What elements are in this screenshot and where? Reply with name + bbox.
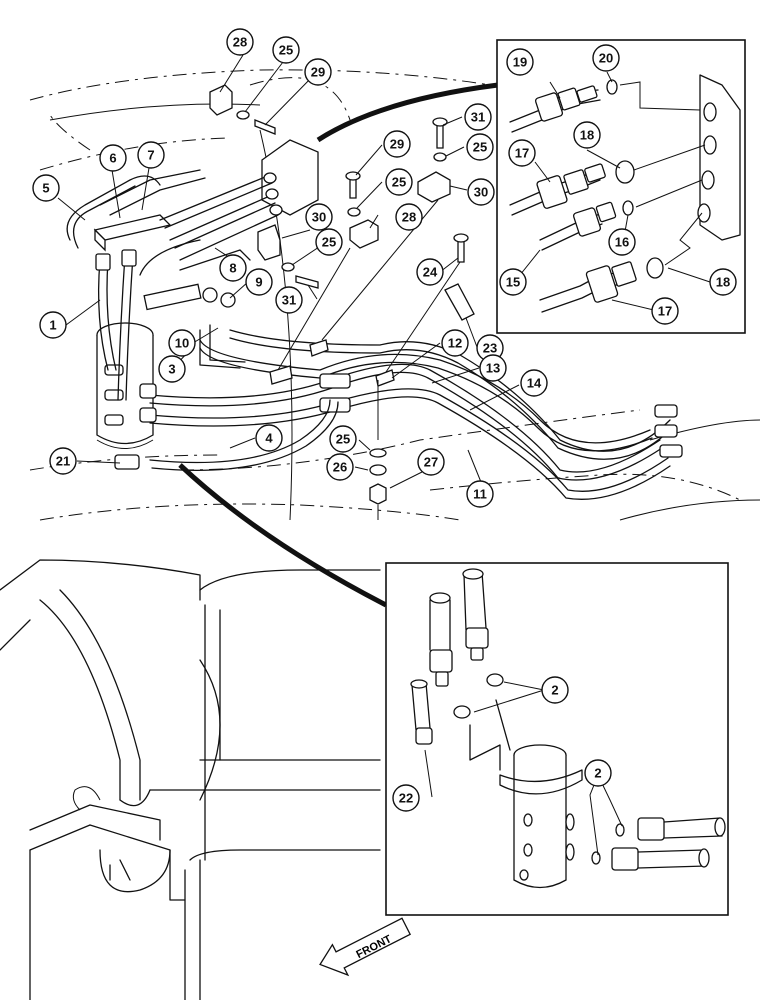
detail-view-canister: [385, 562, 729, 916]
svg-text:22: 22: [399, 791, 413, 806]
callout-18-upper: 18: [573, 121, 601, 149]
tube-bundle: [139, 324, 683, 500]
upper-valve-assembly: [139, 139, 319, 276]
callout-30-right: 30: [467, 178, 495, 206]
detail-arc-upper: [316, 82, 499, 143]
callout-15: 15: [499, 268, 527, 296]
callout-16: 16: [608, 228, 636, 256]
detail-view-fittings: [496, 39, 746, 334]
svg-text:27: 27: [424, 455, 438, 470]
svg-text:24: 24: [423, 265, 438, 280]
svg-text:28: 28: [402, 210, 416, 225]
svg-text:31: 31: [282, 293, 296, 308]
svg-text:10: 10: [175, 336, 189, 351]
callout-13: 13: [479, 354, 507, 382]
callout-4: 4: [255, 424, 283, 452]
svg-text:6: 6: [109, 151, 116, 166]
svg-text:9: 9: [255, 275, 262, 290]
callout-29-mid: 29: [383, 130, 411, 158]
svg-text:12: 12: [448, 336, 462, 351]
callout-30-left: 30: [305, 203, 333, 231]
svg-text:29: 29: [390, 137, 404, 152]
callout-leaders: [57, 54, 714, 856]
callout-28-upper: 28: [226, 28, 254, 56]
svg-text:28: 28: [233, 35, 247, 50]
svg-text:13: 13: [486, 361, 500, 376]
svg-text:4: 4: [265, 431, 273, 446]
callout-11: 11: [466, 480, 494, 508]
front-arrow: FRONT: [319, 917, 412, 977]
callout-25-upper: 25: [272, 36, 300, 64]
callout-3: 3: [158, 355, 186, 383]
svg-text:2: 2: [551, 683, 558, 698]
svg-text:25: 25: [322, 235, 336, 250]
svg-text:17: 17: [658, 304, 672, 319]
callout-18-lower: 18: [709, 268, 737, 296]
svg-text:17: 17: [515, 146, 529, 161]
callout-2-lower: 2: [584, 759, 612, 787]
callout-29-upper: 29: [304, 58, 332, 86]
manifold-block: [93, 214, 236, 311]
svg-text:14: 14: [527, 376, 542, 391]
svg-text:18: 18: [716, 275, 730, 290]
callout-2-upper: 2: [541, 676, 569, 704]
callout-5: 5: [32, 174, 60, 202]
callout-22: 22: [392, 784, 420, 812]
callout-25-mid: 25: [385, 168, 413, 196]
callout-9: 9: [245, 268, 273, 296]
callout-6: 6: [99, 144, 127, 172]
svg-text:2: 2: [594, 766, 601, 781]
callout-31-left: 31: [275, 286, 303, 314]
detail-arc-lower: [178, 463, 388, 608]
lower-frame-outline: [0, 559, 381, 1000]
callout-7: 7: [137, 141, 165, 169]
callout-8: 8: [219, 254, 247, 282]
svg-text:26: 26: [333, 460, 347, 475]
svg-text:23: 23: [483, 341, 497, 356]
svg-text:15: 15: [506, 275, 520, 290]
callout-10: 10: [168, 329, 196, 357]
svg-text:31: 31: [471, 110, 485, 125]
svg-text:30: 30: [474, 185, 488, 200]
svg-text:3: 3: [168, 362, 175, 377]
tube-loop-left: [66, 169, 206, 249]
svg-text:8: 8: [229, 261, 236, 276]
svg-text:19: 19: [513, 55, 527, 70]
callout-27: 27: [417, 448, 445, 476]
svg-text:5: 5: [42, 181, 49, 196]
callout-28-mid: 28: [395, 203, 423, 231]
callout-24: 24: [416, 258, 444, 286]
svg-text:11: 11: [473, 487, 487, 502]
callout-25-right: 25: [466, 133, 494, 161]
callout-26: 26: [326, 453, 354, 481]
callout-20: 20: [592, 44, 620, 72]
callout-25-lower: 25: [329, 425, 357, 453]
svg-text:25: 25: [336, 432, 350, 447]
callout-17-lower: 17: [651, 297, 679, 325]
svg-text:29: 29: [311, 65, 325, 80]
callout-31-right: 31: [464, 103, 492, 131]
svg-text:30: 30: [312, 210, 326, 225]
hoses-upper: [95, 249, 137, 401]
callout-21: 21: [49, 447, 77, 475]
svg-text:7: 7: [147, 148, 154, 163]
svg-text:16: 16: [615, 235, 629, 250]
svg-text:25: 25: [473, 140, 487, 155]
callout-25-left: 25: [315, 228, 343, 256]
svg-text:20: 20: [599, 51, 613, 66]
svg-text:1: 1: [49, 318, 56, 333]
callout-1: 1: [39, 311, 67, 339]
svg-text:25: 25: [392, 175, 406, 190]
svg-text:18: 18: [580, 128, 594, 143]
svg-text:21: 21: [56, 454, 70, 469]
callout-17-upper: 17: [508, 139, 536, 167]
callout-14: 14: [520, 369, 548, 397]
svg-text:25: 25: [279, 43, 293, 58]
callout-12: 12: [441, 329, 469, 357]
clamp-hardware: [209, 84, 475, 520]
callout-19: 19: [506, 48, 534, 76]
